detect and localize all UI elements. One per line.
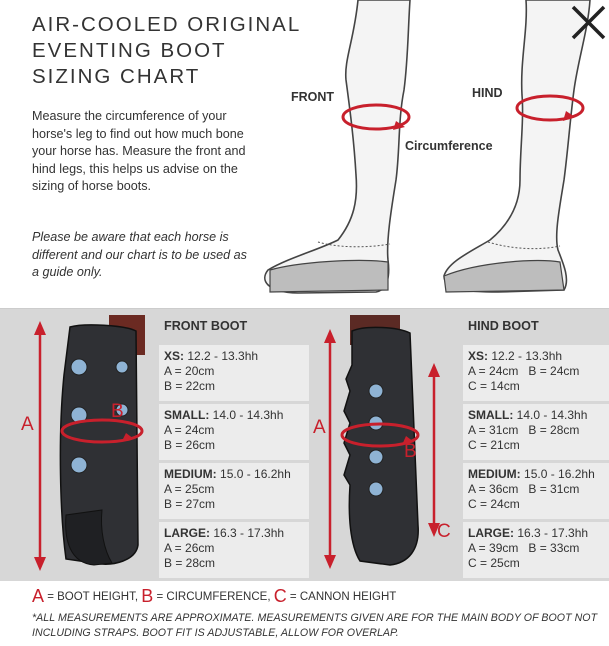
front-size-small: SMALL: 14.0 - 14.3hh A = 24cm B = 26cm bbox=[159, 404, 309, 460]
front-leg-drawing bbox=[264, 0, 411, 294]
measurement-legend: A = BOOT HEIGHT, B = CIRCUMFERENCE, C = … bbox=[32, 586, 396, 607]
legend-a-letter: A bbox=[32, 586, 45, 606]
hind-size-xs: XS: 12.2 - 13.3hh A = 24cm B = 24cm C = … bbox=[463, 345, 609, 401]
size-chart-section: A B FRONT BOOT XS: 12.2 - 13.3hh A = 20c… bbox=[0, 309, 609, 581]
hind-size-large: LARGE: 16.3 - 17.3hh A = 39cm B = 33cm C… bbox=[463, 522, 609, 578]
hind-boot-image bbox=[324, 315, 440, 569]
legend-a-text: = BOOT HEIGHT, bbox=[44, 591, 142, 603]
title-line-1: AIR-COOLED ORIGINAL bbox=[32, 13, 302, 36]
horse-legs-illustration bbox=[264, 0, 591, 294]
hind-size-small: SMALL: 14.0 - 14.3hh A = 31cm B = 28cm C… bbox=[463, 404, 609, 460]
front-size-medium: MEDIUM: 15.0 - 16.2hh A = 25cm B = 27cm bbox=[159, 463, 309, 519]
front-letter-a: A bbox=[21, 414, 34, 435]
hind-letter-c: C bbox=[437, 521, 451, 542]
legend-c-text: = CANNON HEIGHT bbox=[286, 591, 397, 603]
front-boot-heading: FRONT BOOT bbox=[164, 319, 248, 333]
front-size-xs: XS: 12.2 - 13.3hh A = 20cm B = 22cm bbox=[159, 345, 309, 401]
title-line-2: EVENTING BOOT bbox=[32, 39, 227, 62]
guide-note: Please be aware that each horse is diffe… bbox=[32, 230, 247, 280]
hind-boot-heading: HIND BOOT bbox=[468, 319, 539, 333]
intro-text: Measure the circumference of your horse'… bbox=[32, 109, 246, 194]
hind-circumference-ring bbox=[515, 94, 585, 122]
front-leg-label: FRONT bbox=[291, 90, 335, 104]
front-size-large: LARGE: 16.3 - 17.3hh A = 26cm B = 28cm bbox=[159, 522, 309, 578]
front-circumference-ring bbox=[341, 103, 411, 131]
hind-letter-a: A bbox=[313, 417, 326, 438]
legend-b-text: = CIRCUMFERENCE, bbox=[153, 591, 274, 603]
front-letter-b: B bbox=[111, 401, 124, 422]
legend-b-letter: B bbox=[141, 586, 154, 606]
page-title: AIR-COOLED ORIGINAL EVENTING BOOT SIZING… bbox=[32, 12, 352, 90]
hind-letter-b: B bbox=[404, 441, 417, 462]
section-divider bbox=[0, 308, 609, 309]
disclaimer-text: *ALL MEASUREMENTS ARE APPROXIMATE. MEASU… bbox=[32, 612, 598, 639]
front-boot-image bbox=[34, 315, 145, 571]
title-line-3: SIZING CHART bbox=[32, 65, 201, 88]
close-icon[interactable] bbox=[568, 2, 608, 42]
circumference-label: Circumference bbox=[405, 139, 493, 153]
hind-size-medium: MEDIUM: 15.0 - 16.2hh A = 36cm B = 31cm … bbox=[463, 463, 609, 519]
hind-leg-label: HIND bbox=[472, 86, 503, 100]
legend-c-letter: C bbox=[273, 586, 287, 606]
intro-section: AIR-COOLED ORIGINAL EVENTING BOOT SIZING… bbox=[0, 0, 609, 308]
